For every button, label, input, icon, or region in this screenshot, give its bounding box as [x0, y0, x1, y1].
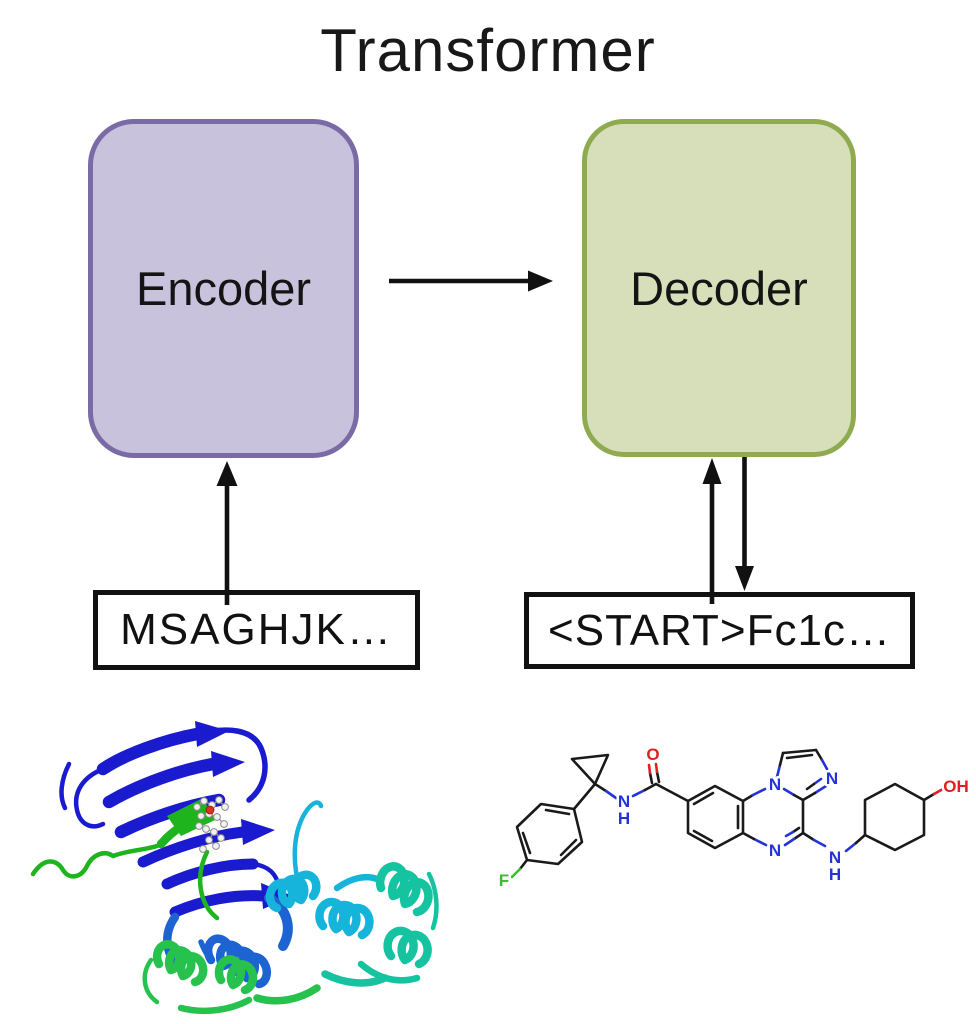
sequence-to-encoder-arrow	[216, 461, 238, 605]
bridge-n-label: N	[769, 775, 781, 794]
amine-h-label: H	[829, 865, 841, 884]
protein-spring-green-helices	[142, 940, 321, 1015]
encoder-to-decoder-arrow	[389, 270, 553, 292]
protein-green-loops	[30, 798, 220, 921]
fluorine-label: F	[499, 871, 509, 890]
decoder-to-smiles-arrow	[735, 457, 754, 591]
protein-structure-figure	[30, 721, 439, 1015]
ligand-oxygen-atom	[205, 805, 215, 815]
molecule-bonds	[510, 748, 945, 879]
imidazole-n-label: N	[826, 769, 838, 788]
decoder-input-box: <START>Fc1c…	[524, 592, 915, 669]
smiles-to-decoder-arrow	[702, 458, 722, 604]
protein-beta-sheets	[59, 721, 293, 918]
decoder-input-text: <START>Fc1c…	[548, 605, 891, 655]
encoder-input-text: MSAGHJK…	[120, 605, 393, 654]
protein-teal-helices	[321, 862, 439, 987]
molecule-atom-labels: F N H O N N N N H OH	[496, 743, 971, 893]
encoder-input-box: MSAGHJK…	[93, 590, 420, 670]
amine-n-label: N	[829, 848, 841, 867]
carbonyl-o-label: O	[646, 745, 659, 764]
decoder-label: Decoder	[630, 261, 808, 315]
encoder-label: Encoder	[135, 262, 312, 315]
hydroxyl-label: OH	[943, 777, 969, 796]
amide-n-label: N	[618, 792, 630, 811]
ligand-ball-and-stick	[193, 796, 229, 853]
encoder-block: Encoder	[88, 119, 359, 458]
diagram-title: Transformer	[320, 17, 656, 84]
molecule-structure-figure: F N H O N N N N H OH	[496, 743, 971, 893]
protein-cyan-helices	[265, 800, 383, 940]
amide-h-label: H	[618, 809, 630, 828]
pyrazine-n-label: N	[769, 841, 781, 860]
decoder-block: Decoder	[582, 119, 856, 457]
